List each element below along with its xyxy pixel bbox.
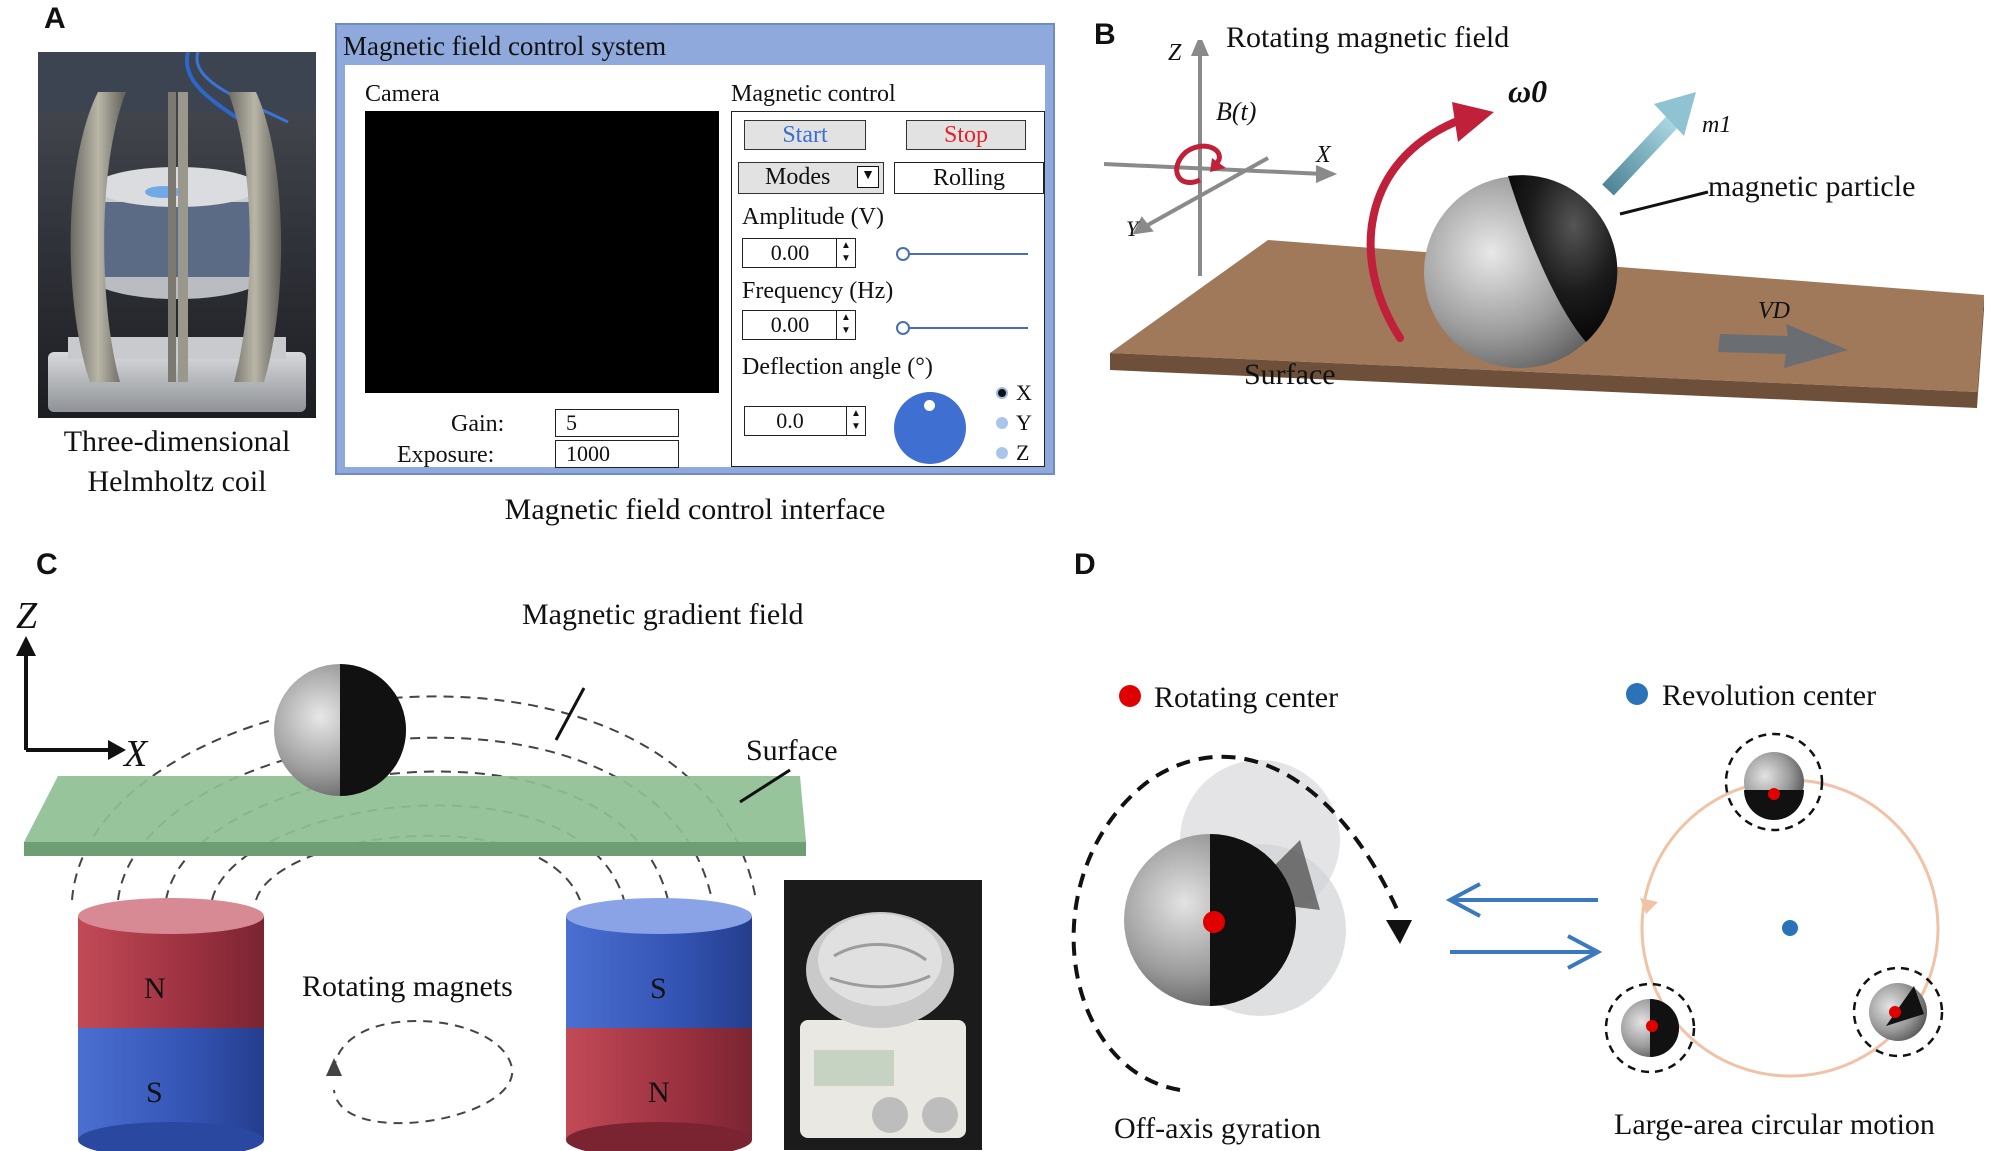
stop-button[interactable]: Stop [906, 120, 1026, 150]
rotating-center-dot [1203, 911, 1225, 933]
deflection-knob[interactable] [894, 392, 966, 464]
radio-x[interactable] [996, 387, 1008, 399]
revolution-center-dot [1782, 920, 1798, 936]
deflection-value: 0.0 [776, 408, 804, 433]
stepper-arrows-icon[interactable]: ▲▼ [836, 239, 855, 267]
left-magnet-bottom: S [146, 1076, 163, 1109]
moment-label: m1 [1702, 112, 1731, 138]
surface-label-c: Surface [746, 734, 838, 767]
axis-z-label: Z [1168, 40, 1182, 66]
right-magnet-bottom: N [648, 1076, 670, 1109]
radio-y-label: Y [1016, 410, 1032, 435]
omega-label: ω0 [1508, 73, 1547, 109]
velocity-arrow-icon [1718, 324, 1848, 368]
right-magnet [566, 898, 752, 1151]
amplitude-slider-knob[interactable] [896, 247, 910, 261]
frequency-stepper[interactable]: 0.00 ▲▼ [742, 310, 856, 340]
omega-arrow-icon [1366, 116, 1464, 342]
magnetic-stirrer-photo [784, 880, 982, 1150]
field-label: B(t) [1216, 97, 1256, 126]
panel-label-a: A [44, 2, 66, 35]
axis-x-label: X [1315, 142, 1332, 168]
gyration-arrow-icon [1071, 754, 1402, 1092]
frequency-value: 0.00 [770, 312, 810, 337]
orbiting-particle-top [1724, 732, 1824, 832]
axis-z-label-c: Z [16, 595, 38, 637]
start-button[interactable]: Start [744, 120, 866, 150]
frequency-slider[interactable] [902, 327, 1028, 329]
radio-x-label: X [1016, 380, 1032, 405]
orbiting-particle-left [1604, 982, 1696, 1074]
right-magnet-top: S [650, 972, 667, 1005]
helmholtz-caption-line2: Helmholtz coil [87, 465, 267, 498]
caption-right: Large-area circular motion [1614, 1108, 1935, 1141]
caption-left: Off-axis gyration [1114, 1112, 1321, 1145]
helmholtz-coil-photo [38, 52, 316, 418]
legend-revolution: Revolution center [1662, 679, 1876, 712]
axis-x-label-c: X [122, 733, 149, 775]
particle-label: magnetic particle [1708, 170, 1915, 203]
orbiting-particle-right [1852, 966, 1944, 1058]
gain-label: Gain: [451, 411, 505, 437]
panel-label-b: B [1094, 18, 1116, 51]
surface-plate [24, 776, 806, 842]
rotating-field-diagram: Z X Y B(t) ω0 m1 magnetic particle VD Su… [1103, 40, 1984, 408]
left-magnet-top: N [144, 972, 166, 1005]
radio-y[interactable] [996, 417, 1008, 429]
knob-indicator-icon [924, 400, 935, 411]
exchange-arrows-icon [1445, 882, 1603, 970]
amplitude-label: Amplitude (V) [742, 204, 884, 230]
mode-value-field[interactable]: Rolling [894, 162, 1044, 194]
deflection-label: Deflection angle (°) [742, 354, 933, 380]
rotating-center-legend-dot [1119, 685, 1141, 707]
exposure-field[interactable]: 1000 [555, 440, 679, 468]
magnetic-control-box: Start Stop Modes ▼ Rolling Amplitude (V)… [731, 111, 1045, 467]
magnets-label: Rotating magnets [302, 970, 513, 1003]
frequency-slider-knob[interactable] [896, 321, 910, 335]
moment-arrow-icon [1654, 92, 1696, 136]
camera-label: Camera [365, 81, 440, 107]
control-window: Magnetic field control system Camera Gai… [335, 23, 1055, 475]
magnetic-control-label: Magnetic control [731, 81, 896, 107]
axis-y-label: Y [1126, 216, 1141, 241]
gradient-field-label: Magnetic gradient field [522, 598, 804, 631]
amplitude-slider[interactable] [902, 253, 1028, 255]
gain-field[interactable]: 5 [555, 409, 679, 437]
window-title: Magnetic field control system [343, 31, 667, 61]
interface-caption: Magnetic field control interface [504, 493, 886, 526]
panel-label-d: D [1074, 548, 1096, 581]
gyration-diagram: Rotating center Revolution center Off-ax… [1071, 679, 1944, 1145]
rotation-path-icon [333, 1020, 514, 1125]
field-rotation-arrow-icon [1174, 143, 1222, 185]
legend-rotating: Rotating center [1154, 681, 1338, 714]
velocity-label: VD [1758, 298, 1790, 324]
modes-label: Modes [765, 164, 831, 190]
surface-label-b: Surface [1244, 358, 1336, 391]
frequency-label: Frequency (Hz) [742, 278, 894, 304]
revolution-center-legend-dot [1626, 683, 1648, 705]
amplitude-stepper[interactable]: 0.00 ▲▼ [742, 238, 856, 268]
radio-z-label: Z [1016, 440, 1030, 465]
amplitude-value: 0.00 [770, 240, 810, 265]
rotating-field-title: Rotating magnetic field [1226, 21, 1510, 54]
stepper-arrows-icon[interactable]: ▲▼ [846, 407, 865, 435]
zx-axes-icon [24, 650, 112, 752]
deflection-stepper[interactable]: 0.0 ▲▼ [744, 406, 866, 436]
chevron-down-icon: ▼ [857, 166, 879, 188]
stepper-arrows-icon[interactable]: ▲▼ [836, 311, 855, 339]
left-magnet [78, 898, 264, 1151]
helmholtz-caption-line1: Three-dimensional [63, 425, 291, 458]
panel-label-c: C [36, 548, 58, 581]
exposure-label: Exposure: [397, 442, 495, 468]
radio-z[interactable] [996, 447, 1008, 459]
camera-view [365, 111, 719, 393]
modes-dropdown[interactable]: Modes ▼ [738, 162, 884, 194]
window-body: Camera Gain: 5 Exposure: 1000 Magnetic c… [345, 65, 1045, 468]
gradient-field-diagram: Z X Magnetic gradient field Surface N S … [16, 595, 982, 1151]
